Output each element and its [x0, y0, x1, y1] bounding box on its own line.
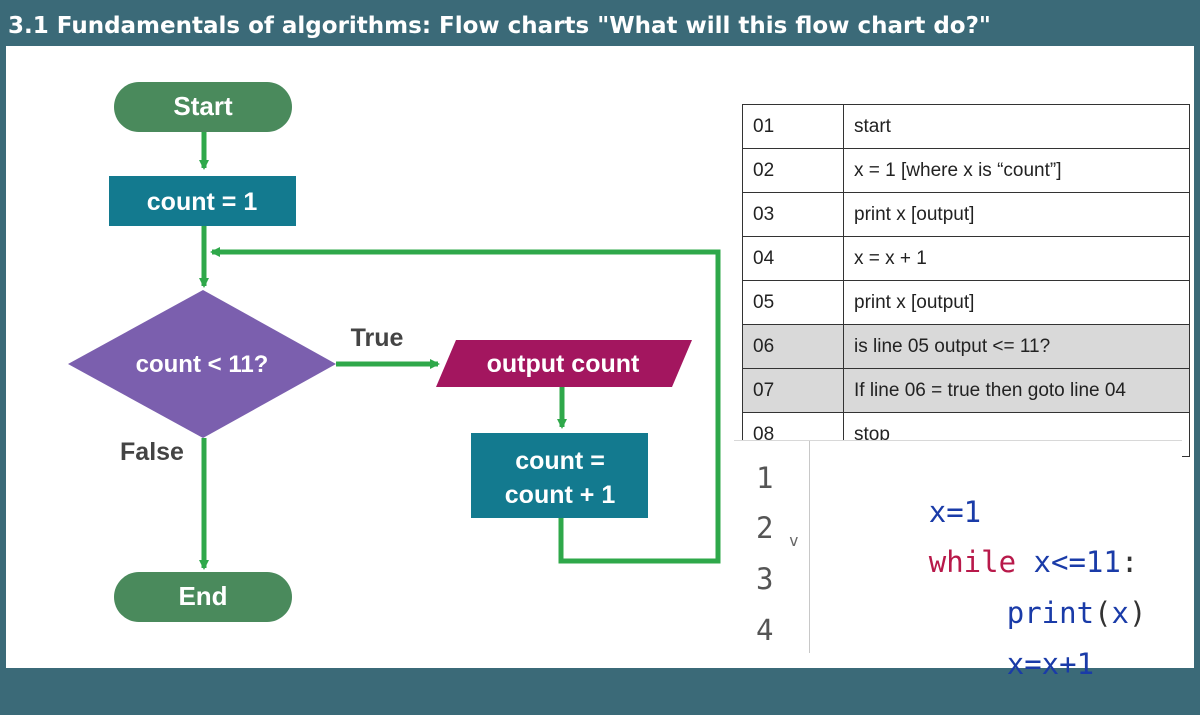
table-row: 03 print x [output] [742, 192, 1190, 237]
increment-label-line2: count + 1 [505, 481, 616, 509]
gutter-divider [809, 441, 810, 653]
table-row: 01 start [742, 104, 1190, 149]
line-number: 2 [756, 511, 774, 545]
code-snippet: 1 2 v 3 4 x=1 while x<=11: print(x) x=x+… [734, 440, 1182, 681]
line-number: 3 [756, 562, 774, 596]
step-number: 02 [742, 148, 844, 193]
code-line-1: x=1 [824, 461, 981, 563]
line-number: 4 [756, 613, 774, 647]
step-number: 04 [742, 236, 844, 281]
increment-label-line1: count = [515, 447, 605, 475]
step-text: x = x + 1 [843, 236, 1190, 281]
step-text: If line 06 = true then goto line 04 [843, 368, 1190, 413]
loop-back-line [210, 247, 721, 564]
decision-label: count < 11? [136, 351, 269, 378]
slide: 3.1 Fundamentals of algorithms: Flow cha… [6, 13, 1194, 681]
end-label: End [178, 581, 227, 611]
step-number: 07 [742, 368, 844, 413]
start-terminal: Start [114, 82, 292, 132]
step-text: print x [output] [843, 192, 1190, 237]
step-number: 06 [742, 324, 844, 369]
table-row: 04 x = x + 1 [742, 236, 1190, 281]
slide-title: 3.1 Fundamentals of algorithms: Flow cha… [8, 13, 991, 39]
flowchart: Start count = 1 count < 11? True False o… [68, 82, 721, 622]
table-row-highlighted: 07 If line 06 = true then goto line 04 [742, 368, 1190, 413]
decision-diamond: count < 11? [68, 290, 336, 438]
step-number: 03 [742, 192, 844, 237]
fold-chevron-icon[interactable]: v [789, 531, 799, 550]
increment-process-box: count = count + 1 [471, 433, 648, 518]
code-token: x<=11 [1033, 545, 1121, 579]
code-line-3: print(x) [902, 562, 1147, 664]
code-token: : [1120, 545, 1139, 579]
init-label: count = 1 [147, 188, 258, 216]
end-terminal: End [114, 572, 292, 622]
step-text: x = 1 [where x is “count”] [843, 148, 1190, 193]
code-line-4: x=x+1 [902, 613, 1094, 715]
step-text: is line 05 output <= 11? [843, 324, 1190, 369]
step-number: 05 [742, 280, 844, 325]
step-number: 01 [742, 104, 844, 149]
steps-table: 01 start 02 x = 1 [where x is “count”] 0… [742, 104, 1190, 457]
code-token: x [1111, 596, 1130, 630]
init-process-box: count = 1 [109, 176, 296, 226]
step-text: print x [output] [843, 280, 1190, 325]
table-row: 02 x = 1 [where x is “count”] [742, 148, 1190, 193]
code-token: ( [1094, 596, 1112, 630]
output-parallelogram: output count [436, 340, 692, 387]
false-label: False [120, 438, 184, 466]
start-label: Start [173, 91, 233, 121]
content-panel: Start count = 1 count < 11? True False o… [6, 46, 1194, 668]
line-number: 1 [756, 461, 774, 495]
step-text: start [843, 104, 1190, 149]
table-row: 05 print x [output] [742, 280, 1190, 325]
keyword-while: while [928, 545, 1017, 579]
output-label: output count [487, 350, 640, 378]
code-token: x=1 [928, 495, 982, 529]
function-print: print [1006, 596, 1095, 630]
connector-lines [199, 132, 721, 570]
true-label: True [351, 324, 404, 352]
code-token: ) [1129, 596, 1147, 630]
code-line-2: while x<=11: [824, 511, 1139, 613]
table-row-highlighted: 06 is line 05 output <= 11? [742, 324, 1190, 369]
code-token: x=x+1 [1006, 647, 1095, 681]
